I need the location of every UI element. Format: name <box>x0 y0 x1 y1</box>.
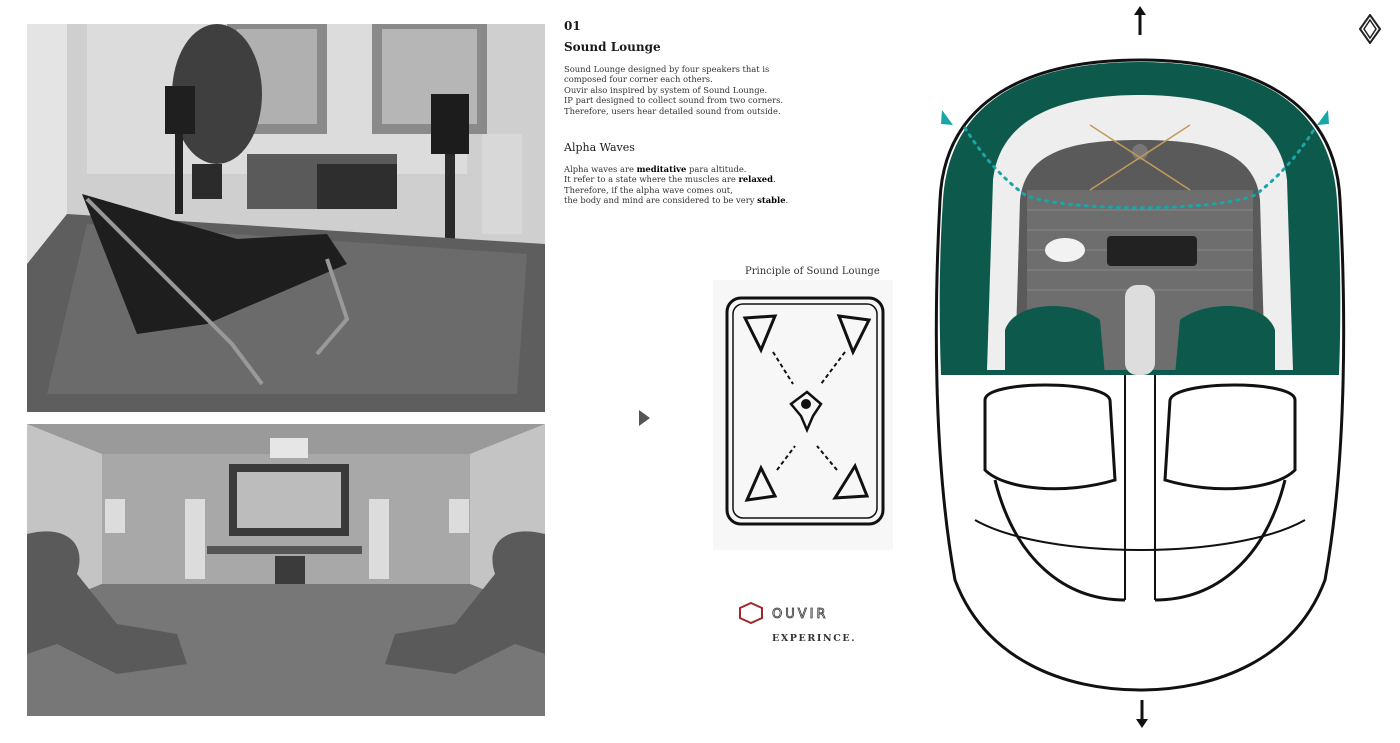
principle-sketch <box>713 280 893 550</box>
principle-title: Principle of Sound Lounge <box>745 266 880 277</box>
alpha-line: the body and mind are considered to be v… <box>564 195 789 206</box>
alpha-line: Therefore, if the alpha wave comes out, <box>564 184 733 195</box>
alpha-waves-description: Alpha waves are meditative para altitude… <box>564 164 788 206</box>
description-line: IP part designed to collect sound from t… <box>564 95 784 106</box>
diamond-logo-icon <box>1358 13 1382 45</box>
description-line: Therefore, users hear detailed sound fro… <box>564 105 781 116</box>
ouvir-logo: OUVIR <box>738 601 873 625</box>
description-line: Sound Lounge designed by four speakers t… <box>564 64 770 74</box>
vehicle-top-view <box>925 0 1355 739</box>
listening-room-photo <box>27 24 545 412</box>
alpha-line: Alpha waves are meditative para altitude… <box>564 164 747 174</box>
home-theater-photo <box>27 424 545 716</box>
play-icon[interactable] <box>639 410 650 426</box>
tagline: EXPERINCE. <box>772 633 857 644</box>
sound-lounge-description: Sound Lounge designed by four speakers t… <box>564 64 783 116</box>
section-number: 01 <box>564 19 581 33</box>
alpha-waves-title: Alpha Waves <box>564 141 635 154</box>
alpha-line: It refer to a state where the muscles ar… <box>564 174 776 185</box>
brand-name: OUVIR <box>772 607 829 622</box>
description-line: composed four corner each others. <box>564 74 713 85</box>
section-title: Sound Lounge <box>564 40 661 54</box>
description-line: Ouvir also inspired by system of Sound L… <box>564 84 768 95</box>
arrow-up-icon <box>1134 6 1146 35</box>
arrow-down-icon <box>1136 700 1148 728</box>
